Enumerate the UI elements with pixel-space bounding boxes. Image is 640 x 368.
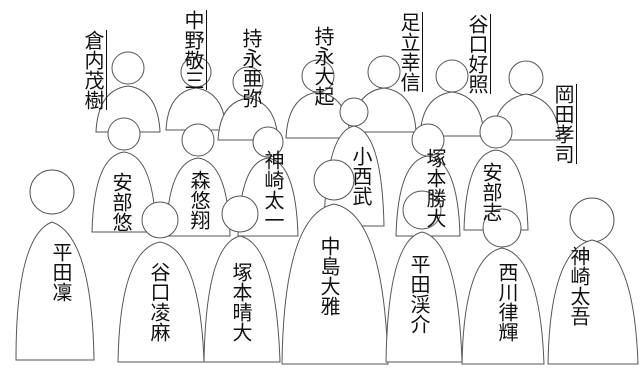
name-hirata-keisuke: 平田渓介	[407, 254, 431, 334]
name-mochinaga-aya: 持永亜弥	[239, 28, 263, 108]
name-kozaki-taigo: 神崎太吾	[567, 246, 591, 326]
name-mori-yusho: 森悠翔	[187, 170, 211, 230]
silhouette-mochinaga-daiki	[285, 59, 351, 139]
name-hirata-rin: 平田凜	[49, 242, 73, 302]
silhouette-adachi	[351, 55, 417, 133]
silhouette-hirata-rin	[15, 169, 95, 361]
silhouette-kozaki-taigo	[547, 197, 639, 365]
name-mochinaga-daiki: 持永大起	[311, 26, 335, 106]
name-nakajima-taiga: 中島大雅	[317, 236, 341, 316]
silhouette-abe-yu	[91, 117, 157, 233]
name-tsukamoto-masaru: 塚本勝大	[423, 148, 447, 228]
name-abe-shi: 安部志	[479, 162, 503, 222]
name-taniguchi-yoshiteru: 谷口好照	[465, 14, 491, 94]
silhouette-taniguchi-y	[419, 59, 485, 137]
name-okada-takashi: 岡田孝司	[551, 84, 577, 164]
silhouette-mori	[165, 123, 231, 237]
silhouette-tsukamoto-seidai	[203, 195, 281, 363]
silhouette-abe-shi	[463, 115, 529, 231]
name-adachi-yukinobu: 足立幸信	[397, 12, 423, 92]
name-kozaki-taichi: 神崎太一	[261, 150, 285, 230]
name-nakano-keizo: 中野敬三	[181, 10, 207, 90]
name-tsukamoto-seidai: 塚本晴大	[229, 262, 253, 342]
silhouette-hirata-keisuke	[385, 190, 463, 363]
name-nishikawa-ritsuki: 西川律輝	[495, 262, 519, 342]
name-abe-yu: 安部悠	[109, 172, 133, 232]
silhouette-kurauchi	[95, 51, 161, 133]
silhouette-taniguchi-r	[117, 201, 205, 363]
silhouette-nishikawa	[461, 208, 545, 365]
name-konishi-takeshi: 小西武	[349, 146, 373, 206]
name-kurauchi-shigeki: 倉内茂樹	[81, 30, 107, 110]
name-taniguchi-ryoma: 谷口凌麻	[147, 262, 171, 342]
silhouette-nakajima	[281, 159, 389, 365]
